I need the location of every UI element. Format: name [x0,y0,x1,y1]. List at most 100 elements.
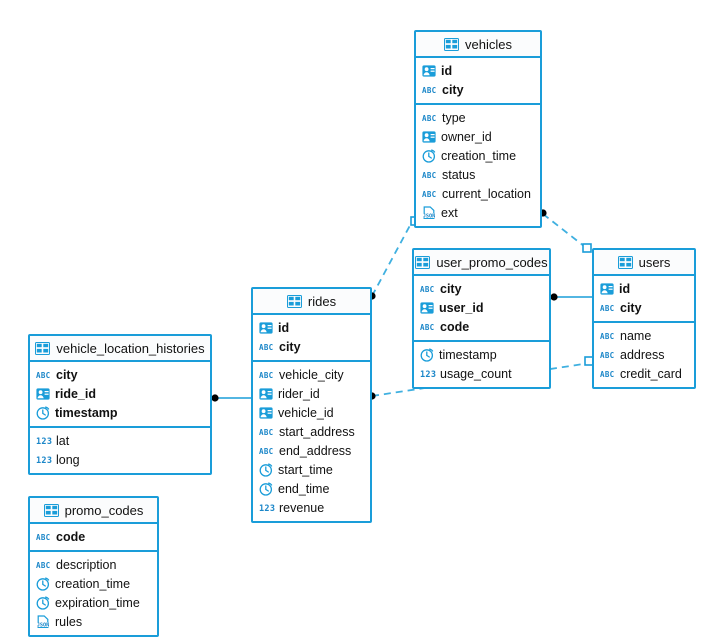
entity-header-user_promo_codes: user_promo_codes [414,250,549,276]
id-card-icon [36,387,50,401]
field-label: code [440,319,470,334]
field-label: usage_count [440,366,512,381]
field-label: user_id [439,300,484,315]
abc-icon: ABC [259,342,274,352]
table-field[interactable]: creation_time [416,146,540,165]
id-card-icon [600,282,614,296]
relationship-rel-upc-users[interactable] [550,293,592,301]
table-field[interactable]: creation_time [30,574,157,593]
field-label: timestamp [55,405,118,420]
primary-key-field[interactable]: id [253,318,370,337]
relationship-endpoint-dot [211,394,219,402]
table-field[interactable]: owner_id [416,127,540,146]
table-field[interactable]: expiration_time [30,593,157,612]
field-label: start_time [278,462,333,477]
primary-key-field[interactable]: ride_id [30,384,210,403]
field-label: owner_id [441,129,492,144]
table-field[interactable]: rider_id [253,384,370,403]
abc-icon: ABC [422,85,437,95]
entity-title: users [638,254,671,270]
primary-key-field[interactable]: timestamp [30,403,210,422]
field-label: ride_id [55,386,96,401]
abc-icon: ABC [422,170,437,180]
entity-header-vehicles: vehicles [416,32,540,58]
clock-icon [259,463,273,477]
relationship-rel-vehicles-users[interactable] [539,209,592,253]
field-label: end_time [278,481,330,496]
entity-header-promo_codes: promo_codes [30,498,157,524]
clock-icon [36,577,50,591]
svg-text:JSON: JSON [423,213,436,219]
field-label: rules [55,614,83,629]
svg-text:JSON: JSON [37,622,50,628]
primary-key-field[interactable]: ABC city [416,80,540,99]
table-field[interactable]: timestamp [414,345,549,364]
field-label: vehicle_city [279,367,344,382]
field-label: type [442,110,466,125]
table-grid-icon [444,37,460,51]
field-label: code [56,529,86,544]
entity-title: user_promo_codes [436,254,548,270]
id-card-icon [259,321,273,335]
abc-icon: ABC [600,303,615,313]
field-label: timestamp [439,347,497,362]
table-field[interactable]: start_time [253,460,370,479]
clock-icon [36,406,50,420]
table-field[interactable]: JSON rules [30,612,157,631]
abc-icon: ABC [600,331,615,341]
id-card-icon [422,64,436,78]
primary-key-field[interactable]: id [416,61,540,80]
primary-key-field[interactable]: id [594,279,694,298]
table-grid-icon [43,503,59,517]
table-field[interactable]: end_time [253,479,370,498]
field-label: city [56,367,78,382]
field-label: creation_time [441,148,517,163]
abc-icon: ABC [420,284,435,294]
123-icon: 123 [36,455,53,466]
relationship-rel-vlh-rides[interactable] [211,394,251,402]
field-label: id [619,281,631,296]
relationship-line [371,217,415,297]
table-field[interactable]: vehicle_id [253,403,370,422]
field-label: city [442,82,464,97]
primary-key-field[interactable]: user_id [414,298,549,317]
field-label: creation_time [55,576,131,591]
